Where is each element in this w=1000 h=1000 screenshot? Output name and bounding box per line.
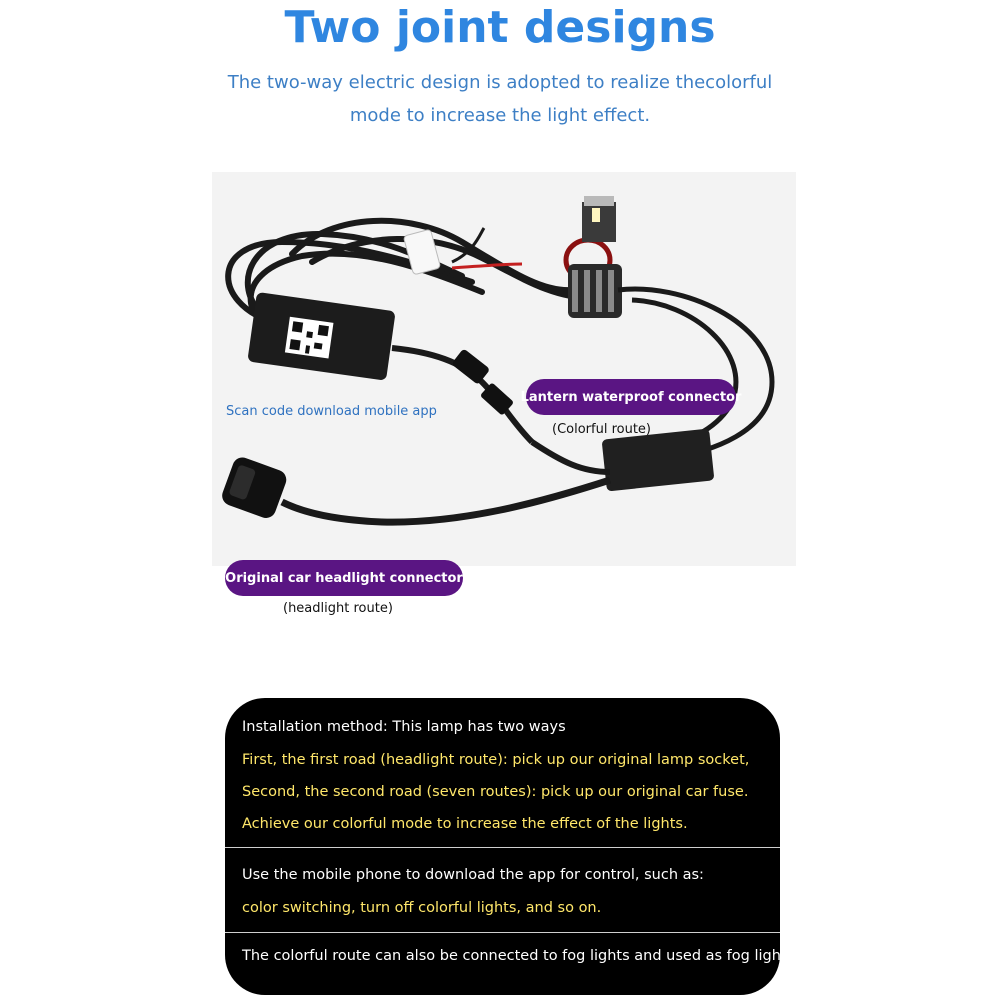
subtitle-line-2: mode to increase the light effect. [349, 105, 651, 126]
wiring-harness-illustration [222, 196, 775, 526]
divider [225, 932, 780, 933]
installation-heading: Installation method: This lamp has two w… [242, 719, 566, 735]
page-title: Two joint designs [284, 2, 716, 53]
installation-step-1: First, the first road (headlight route):… [242, 752, 750, 768]
fog-light-note: The colorful route can also be connected… [242, 948, 780, 964]
qr-note: Scan code download mobile app [226, 404, 437, 419]
lantern-route-note: (Colorful route) [552, 422, 651, 437]
lantern-connector-label: Lantern waterproof connector [521, 379, 741, 415]
original-route-note: (headlight route) [283, 601, 393, 616]
installation-step-2: Second, the second road (seven routes): … [242, 784, 749, 800]
divider [225, 847, 780, 848]
product-photo [212, 172, 796, 566]
subtitle-line-1: The two-way electric design is adopted t… [227, 72, 773, 93]
app-intro: Use the mobile phone to download the app… [242, 867, 704, 883]
subtitle: The two-way electric design is adopted t… [0, 66, 1000, 132]
original-connector-label: Original car headlight connector [225, 560, 463, 596]
installation-panel: Installation method: This lamp has two w… [225, 698, 780, 995]
app-examples: color switching, turn off colorful light… [242, 900, 602, 916]
installation-step-3: Achieve our colorful mode to increase th… [242, 816, 688, 832]
